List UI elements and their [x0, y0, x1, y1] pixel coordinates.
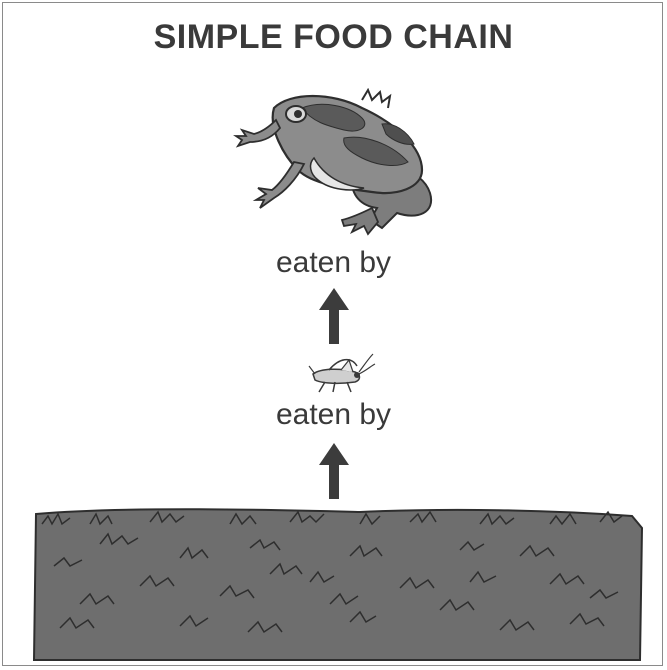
relation-label-top: eaten by [0, 246, 667, 280]
relation-label-mid: eaten by [0, 398, 667, 432]
arrow-up-icon [318, 443, 350, 499]
grasshopper-icon [305, 352, 377, 394]
frog-icon [232, 88, 437, 236]
grass-icon [30, 500, 646, 665]
diagram-title: SIMPLE FOOD CHAIN [0, 18, 667, 57]
arrow-up-icon [318, 288, 350, 344]
